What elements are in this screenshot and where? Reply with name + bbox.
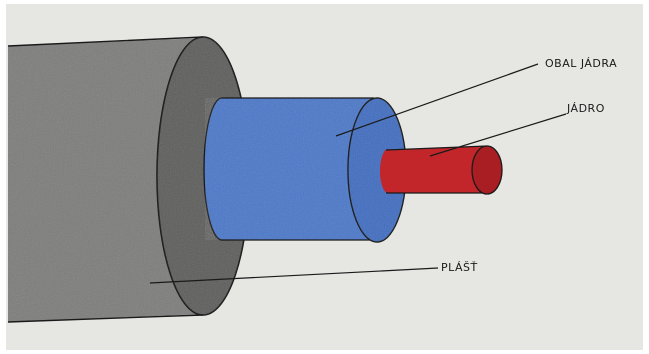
core-end-face: [472, 146, 502, 194]
label-core: JÁDRO: [566, 102, 605, 115]
label-cladding: OBAL JÁDRA: [545, 57, 617, 70]
core-back-edge: [380, 149, 396, 193]
cladding-cylinder: [204, 98, 406, 242]
label-jacket: PLÁŠŤ: [441, 261, 478, 274]
